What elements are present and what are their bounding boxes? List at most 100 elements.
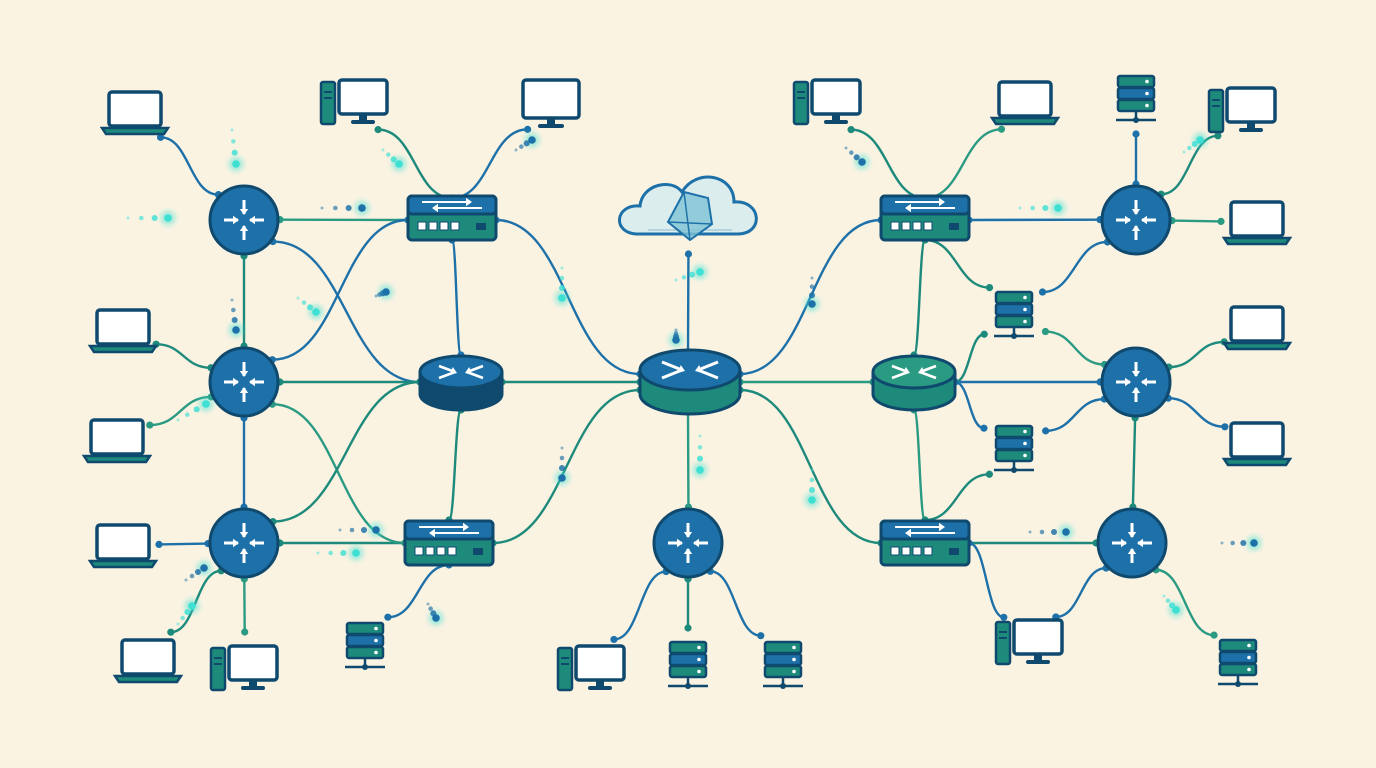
packet-trail [805,276,819,311]
desktop-computer-icon [792,78,862,126]
laptop-r1[interactable] [1221,200,1293,246]
router-left-1[interactable] [208,184,280,256]
link-switch-bottom-left-router-left-2 [271,403,407,545]
core[interactable] [638,348,742,416]
laptop-icon [1221,200,1293,246]
laptop-l3[interactable] [81,418,153,464]
hub-right[interactable] [871,354,957,412]
link-switch-bottom-right-desktop-bottom-right [967,541,1006,619]
router-center[interactable] [652,507,724,579]
laptop-l2[interactable] [87,308,159,354]
packet-trail [184,561,211,582]
server-icon [1218,638,1258,687]
packet-trail [316,546,363,560]
laptop-icon [989,80,1061,126]
switch-bottom-right[interactable] [879,519,971,567]
router-left-2[interactable] [208,346,280,418]
link-switch-top-left-desktop-top-left-endpoint-b [374,126,382,134]
monitor-top-left[interactable] [521,78,581,128]
packet-trail [674,265,707,282]
link-router-right-2-laptop-r3 [1166,397,1227,428]
server-icon [1116,74,1156,123]
packet-trail [426,602,443,625]
desktop-bottom-left[interactable] [209,644,279,692]
router-right-3[interactable] [1096,507,1168,579]
hub-icon [418,354,504,412]
switch-bottom-left[interactable] [403,519,495,567]
laptop-l1[interactable] [99,90,171,136]
hub-left[interactable] [418,354,504,412]
hub-icon [871,354,957,412]
link-router-right-2-server-mid-right-2 [1044,397,1106,433]
network-switch-icon [879,519,971,567]
switch-top-right[interactable] [879,194,971,242]
desktop-top-right[interactable] [792,78,862,126]
server-bottom-right[interactable] [1218,638,1258,687]
server-center-1[interactable] [668,640,708,689]
link-router-right-1-laptop-r1-endpoint-b [1217,217,1225,226]
link-switch-top-right-laptop-top-right-endpoint-b [997,125,1006,133]
link-router-right-2-server-mid-right-2-endpoint-b [1042,427,1050,435]
link-router-right-2-laptop-r2 [1167,340,1226,369]
cloud[interactable] [618,175,758,242]
laptop-r2[interactable] [1221,305,1293,351]
core-router-icon [638,348,742,416]
link-router-right-2-server-mid-right-1-endpoint-b [1041,327,1050,336]
packet-trail [693,434,707,477]
link-router-left-3-desktop-bottom-left-endpoint-b [241,628,249,636]
link-router-left-2-laptop-l3-endpoint-b [146,421,154,429]
desktop-computer-icon [319,78,389,126]
packet-trail [1220,536,1261,550]
server-icon [668,640,708,689]
router-right-2[interactable] [1100,346,1172,418]
router-icon [1100,184,1172,256]
desktop-computer-icon [209,644,279,692]
desktop-far-right[interactable] [1207,86,1277,134]
router-icon [208,346,280,418]
link-router-right-1-desktop-far-right-endpoint-b [1214,132,1222,140]
link-hub-left-switch-bottom-left [447,408,463,522]
link-router-left-3-hub-left [271,380,422,523]
laptop-icon [87,523,159,569]
desktop-center[interactable] [556,644,626,692]
desktop-bottom-right[interactable] [994,618,1064,666]
packet-trail [381,148,406,171]
link-switch-top-right-desktop-top-right-endpoint-b [847,126,855,134]
router-icon [208,507,280,579]
link-switch-top-right-server-mid-right-1-endpoint-b [985,283,994,292]
desktop-computer-icon [994,618,1064,666]
link-router-center-desktop-center [612,570,668,641]
desktop-top-left[interactable] [319,78,389,126]
link-hub-right-server-mid-right-2-endpoint-b [980,424,988,432]
packet-trail [229,298,243,337]
link-router-left-1-laptop-l1 [159,136,220,196]
link-router-left-3-laptop-l4-endpoint-b [155,540,163,549]
server-mid-right-1[interactable] [994,290,1034,339]
server-bottom-left[interactable] [345,621,385,670]
laptop-l4[interactable] [87,523,159,569]
laptop-l5[interactable] [112,638,184,684]
laptop-top-right[interactable] [989,80,1061,126]
link-switch-bottom-left-server-bottom-left-endpoint-b [384,613,392,621]
link-router-left-2-laptop-l2 [154,343,213,369]
server-mid-right-2[interactable] [994,424,1034,473]
network-switch-icon [879,194,971,242]
server-icon [994,290,1034,339]
link-router-right-3-server-bottom-right-endpoint-b [1210,631,1218,639]
link-hub-right-server-mid-right-2 [953,380,986,430]
router-left-3[interactable] [208,507,280,579]
router-right-1[interactable] [1100,184,1172,256]
link-switch-bottom-right-desktop-bottom-right-endpoint-b [1000,613,1008,621]
network-switch-icon [403,519,495,567]
server-top-right[interactable] [1116,74,1156,123]
server-icon [994,424,1034,473]
packet-trail [555,446,569,485]
server-center-2[interactable] [763,640,803,689]
link-router-right-1-server-mid-right-1 [1041,240,1109,294]
packet-trail [805,468,819,507]
laptop-r3[interactable] [1221,421,1293,467]
packet-trail [126,211,175,225]
switch-top-left[interactable] [406,194,498,242]
monitor-icon [521,78,581,128]
